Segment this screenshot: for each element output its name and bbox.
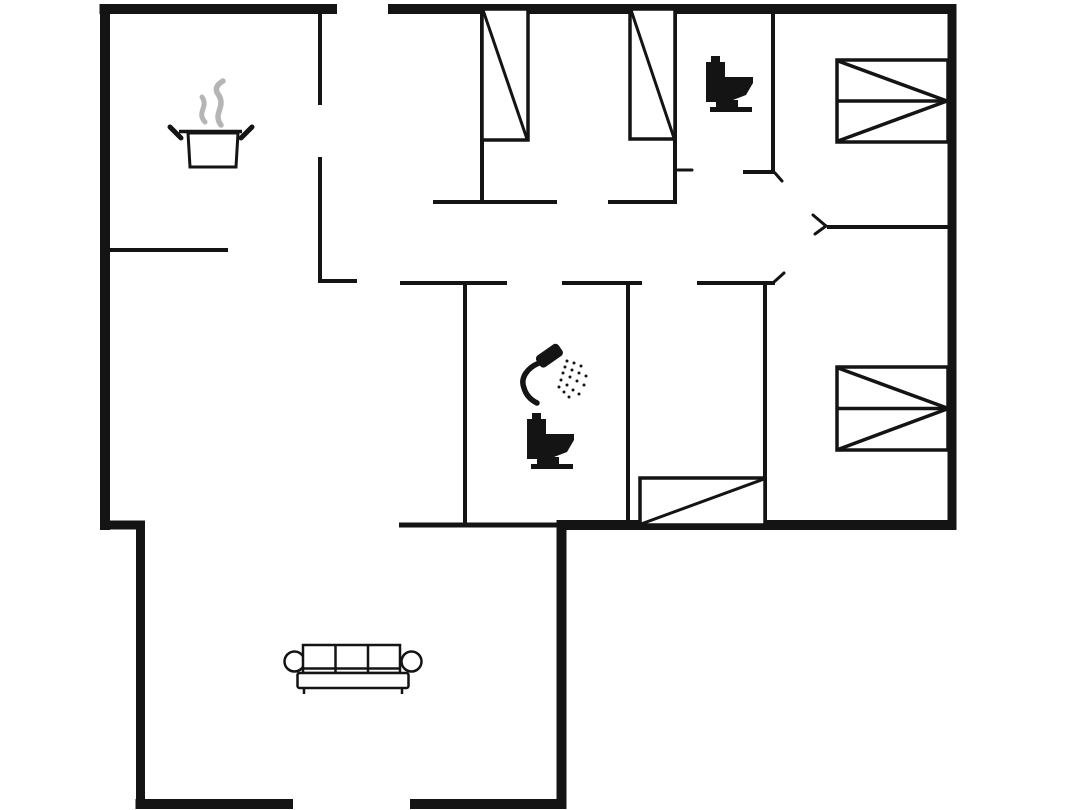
toilet-icon-wc xyxy=(706,56,753,112)
bunk-bed-1 xyxy=(835,58,950,144)
toilet-icon-bathroom xyxy=(527,413,574,469)
shower-icon xyxy=(520,343,588,406)
sofa xyxy=(283,643,423,694)
door-marks xyxy=(676,168,828,284)
single-bed-3 xyxy=(638,476,767,527)
single-bed-2 xyxy=(628,7,677,141)
furniture xyxy=(167,7,950,694)
single-bed-1 xyxy=(480,7,530,142)
cooking-pot-icon xyxy=(167,124,255,169)
bunk-bed-2 xyxy=(835,365,950,452)
steam-icon xyxy=(199,78,226,128)
